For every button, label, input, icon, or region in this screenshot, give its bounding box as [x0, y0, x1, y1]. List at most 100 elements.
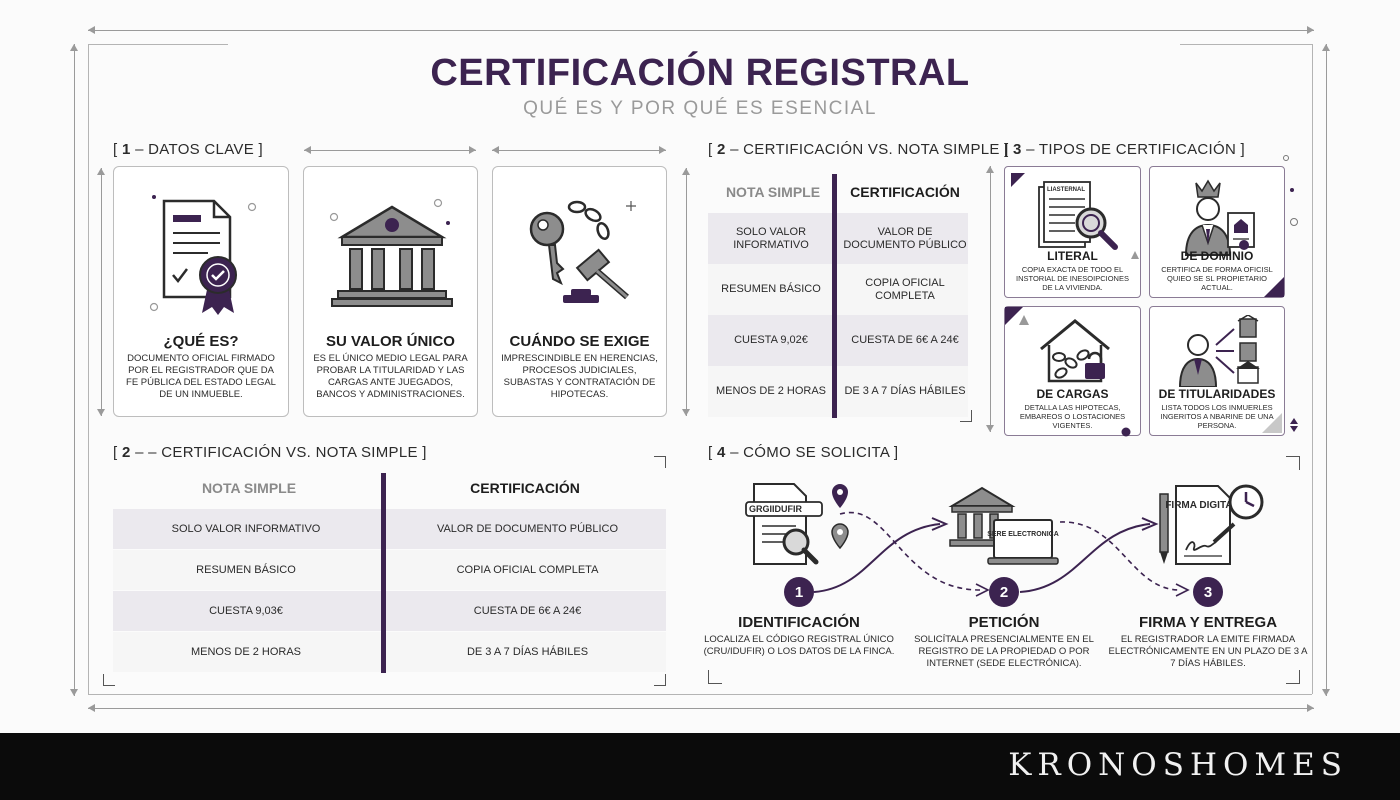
- page-title: CERTIFICACIÓN REGISTRAL: [430, 52, 970, 94]
- tipos-height-arrow: [986, 166, 994, 432]
- table-row: Solo valor informativo Valor de document…: [708, 213, 968, 264]
- cards-height-arrow: [97, 168, 105, 416]
- certificate-icon: [149, 195, 257, 315]
- frame-right: [1312, 44, 1313, 694]
- cell-right: Valor de documento público: [843, 225, 967, 251]
- brand-logo[interactable]: KRONOSHOMES: [1008, 747, 1348, 783]
- corner-triangle-icon: [1019, 315, 1029, 325]
- section-tipos-heading: [ 3 – TIPOS DE CERTIFICACIÓN ]: [1004, 141, 1245, 158]
- column-header-certificacion: CERTIFICACIÓN: [470, 480, 580, 496]
- key-gavel-icon: [529, 200, 636, 303]
- section-label: – CERTIFICACIÓN VS. NOTA SIMPLE: [730, 141, 1000, 158]
- cell-left: Cuesta 9,03€: [209, 605, 283, 617]
- section-label: – – CERTIFICACIÓN VS. NOTA SIMPLE: [135, 444, 418, 461]
- step-title: PETICIÓN: [968, 614, 1040, 631]
- person-properties-icon: [1178, 315, 1260, 387]
- cell-right: Cuesta de 6€ a 24€: [473, 605, 582, 617]
- card-text: Documento oficial firmado por el registr…: [126, 353, 276, 400]
- document-magnifier-icon: LIASTERNAL: [1038, 181, 1118, 250]
- type-card-text: COPIA EXACTA DE TODO EL INSTORIAL DE INE…: [1016, 265, 1129, 292]
- como-corner-tr: [1286, 456, 1300, 470]
- type-card-text: LISTA TODOS LOS INMUERLES INGERITOS A NB…: [1160, 403, 1274, 430]
- section-label: – TIPOS DE CERTIFICACIÓN: [1026, 141, 1237, 158]
- type-card-de-cargas: DE CARGAS DETALLA LAS HIPOTECAS, EMBAREO…: [1004, 306, 1141, 437]
- icon-label: SERE ELECTRONICA: [987, 531, 1059, 538]
- corner-triangle-icon: [1264, 277, 1284, 297]
- corner-triangle-icon: [1262, 413, 1282, 433]
- como-corner-br: [1286, 670, 1300, 684]
- bracket-open: [: [113, 141, 118, 158]
- cell-right: Valor de documento público: [436, 523, 619, 535]
- step-title: IDENTIFICACIÓN: [738, 614, 860, 631]
- cmp-big-corner-br: [654, 674, 666, 686]
- comparison-divider: [832, 174, 837, 418]
- doc-label: LIASTERNAL: [1047, 187, 1085, 193]
- cell-left: Menos de 2 horas: [190, 646, 302, 658]
- como-corner-bl: [708, 670, 722, 684]
- top-dimension-arrow: [88, 26, 1314, 34]
- cmp-small-height-arrow: [682, 168, 690, 416]
- card-title: SU VALOR ÚNICO: [326, 333, 455, 350]
- card-su-valor-unico: SU VALOR ÚNICO Es el único medio legal p…: [303, 166, 478, 417]
- cmp-small-corner: [960, 410, 972, 422]
- card3-dimension-arrow: [492, 146, 666, 154]
- type-card-title: DE DOMINIO: [1180, 249, 1254, 263]
- cell-right: De 3 a 7 días hábiles: [844, 385, 966, 397]
- courthouse-laptop-icon: SERE ELECTRONICA: [948, 486, 1059, 565]
- bracket-open: [: [708, 444, 713, 461]
- icon-label: FIRMA DIGITAL: [1165, 500, 1238, 511]
- icon-label: GRGIIDUFIR: [749, 504, 802, 514]
- cell-left: Resumen básico: [196, 564, 296, 576]
- card-cuando-se-exige: CUÁNDO SE EXIGE Imprescindible en herenc…: [492, 166, 667, 417]
- type-card-title: DE TITULARIDADES: [1158, 387, 1276, 401]
- section-label: – DATOS CLAVE: [135, 141, 255, 158]
- corner-triangle-icon: [1131, 251, 1139, 259]
- column-header-nota-simple: NOTA SIMPLE: [201, 480, 297, 496]
- step-text: Solicítala presencialmente en el registr…: [914, 634, 1094, 669]
- step-title: FIRMA Y ENTREGA: [1138, 614, 1278, 631]
- bracket-open: [: [708, 141, 713, 158]
- comparison-divider: [381, 473, 386, 673]
- cmp-big-corner-bl: [103, 674, 115, 686]
- table-row: Cuesta 9,03€ Cuesta de 6€ a 24€: [113, 591, 666, 631]
- infographic-canvas: CERTIFICACIÓN REGISTRAL QUÉ ES Y POR QUÉ…: [70, 26, 1330, 712]
- section-number: 4: [716, 444, 726, 461]
- house-chain-lock-icon: [1040, 319, 1110, 383]
- section-number: 1: [121, 141, 131, 158]
- table-row: Resumen básico Copia oficial completa: [113, 550, 666, 590]
- card2-dimension-arrow: [304, 146, 476, 154]
- courthouse-icon: [329, 198, 453, 307]
- column-header-nota-simple: NOTA SIMPLE: [725, 184, 821, 200]
- type-card-title: LITERAL: [1047, 249, 1098, 263]
- dot-icon: [1121, 427, 1131, 437]
- cell-left: Solo valor informativo: [733, 225, 809, 251]
- frame-top-left: [88, 44, 228, 45]
- step-text: Localiza el código registral único (CRU/…: [703, 634, 895, 657]
- step-number: 2: [989, 577, 1019, 607]
- corner-triangle-icon: [1005, 307, 1023, 325]
- comparison-small-table: NOTA SIMPLE CERTIFICACIÓN Solo valor inf…: [708, 168, 970, 420]
- frame-left: [88, 44, 89, 694]
- type-card-title: DE CARGAS: [1036, 387, 1109, 401]
- table-row: Menos de 2 horas De 3 a 7 días hábiles: [113, 632, 666, 672]
- footer-bar: KRONOSHOMES: [0, 733, 1400, 800]
- section-number: 3: [1012, 141, 1022, 158]
- left-dimension-arrow: [70, 44, 78, 696]
- cell-right: Copia oficial completa: [456, 564, 599, 576]
- cmp-big-corner-tr: [654, 456, 666, 468]
- table-row: Solo valor informativo Valor de document…: [113, 509, 666, 549]
- table-row: Cuesta 9,02€ Cuesta de 6€ a 24€: [708, 315, 968, 366]
- owner-crown-icon: [1184, 179, 1255, 256]
- type-card-literal: LIASTERNAL LITERAL COPIA EXACTA DE TODO …: [1004, 166, 1141, 298]
- card-title: CUÁNDO SE EXIGE: [509, 333, 650, 350]
- bracket-close: ]: [258, 141, 263, 158]
- section-number: 2: [716, 141, 726, 158]
- step-text: El registrador la emite firmada electrón…: [1108, 634, 1308, 669]
- step-number: 3: [1193, 577, 1223, 607]
- frame-bottom: [88, 694, 1312, 695]
- page-subtitle: QUÉ ES Y POR QUÉ ES ESENCIAL: [523, 98, 877, 119]
- column-header-certificacion: CERTIFICACIÓN: [850, 184, 960, 200]
- section-label: – CÓMO SE SOLICITA: [730, 444, 890, 461]
- type-card-de-dominio: DE DOMINIO CERTIFICA DE FORMA OFICISL QU…: [1149, 166, 1285, 298]
- process-flow-arrows: [813, 511, 1190, 597]
